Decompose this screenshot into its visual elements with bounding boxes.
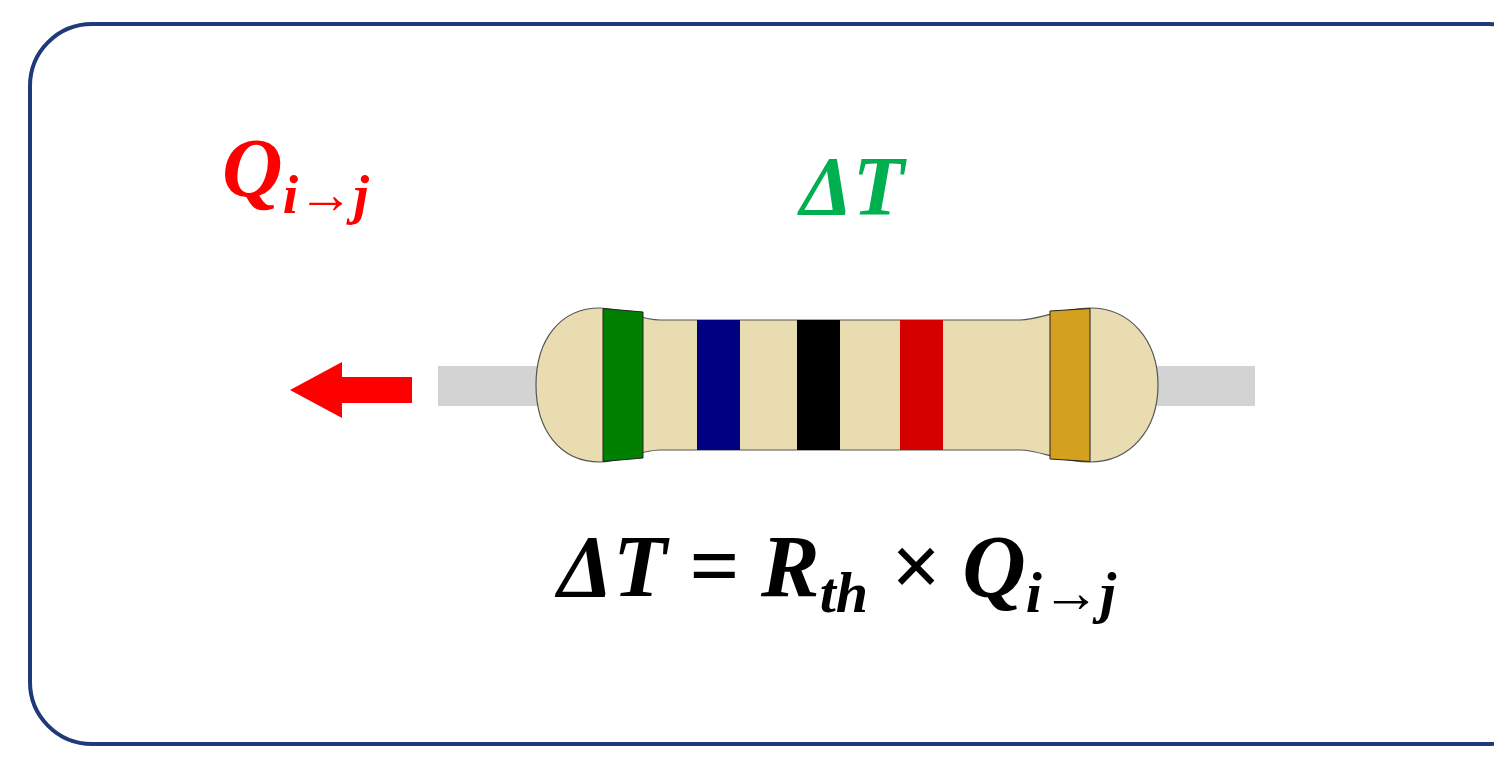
- subscript: th: [820, 559, 868, 626]
- equation-term: ΔT = R: [558, 516, 820, 617]
- resistor-symbol: [438, 308, 1255, 462]
- subscript: i→j: [283, 163, 369, 226]
- equation-term: × Q: [890, 516, 1026, 617]
- symbol-delta-t: ΔT: [800, 138, 904, 235]
- temperature-difference-label: ΔT: [800, 138, 904, 235]
- subscript: i→j: [1026, 559, 1116, 626]
- equation: ΔT = Rth× Qi→j: [0, 516, 1494, 617]
- frame: [30, 24, 1494, 744]
- symbol-q: Q: [222, 120, 283, 217]
- heat-flow-label: Qi→j: [222, 120, 369, 217]
- heat-arrow: [290, 362, 412, 418]
